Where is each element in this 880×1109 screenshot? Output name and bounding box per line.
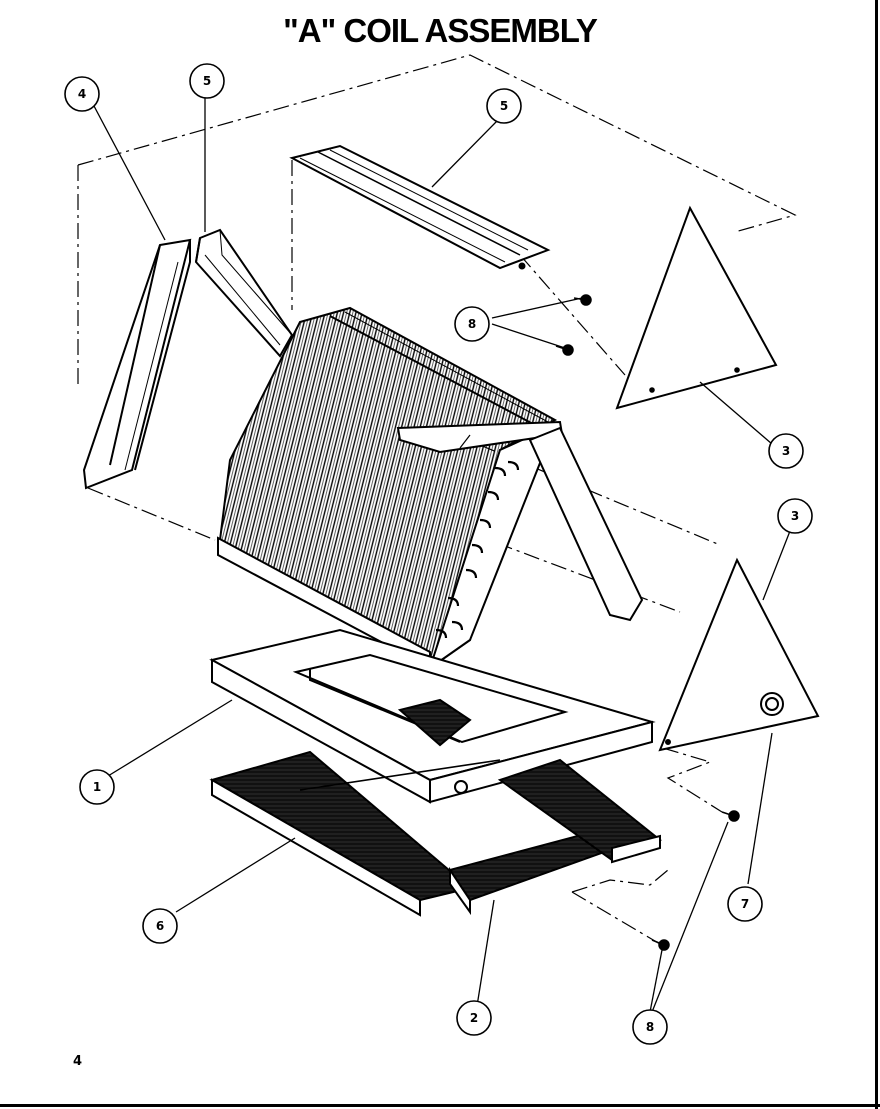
callout-7: 7 <box>727 886 763 922</box>
side-channel-right <box>194 228 294 358</box>
svg-text:8: 8 <box>468 317 476 331</box>
screws <box>555 294 740 951</box>
svg-text:5: 5 <box>500 99 508 113</box>
callout-8-upper: 8 <box>454 306 490 342</box>
end-panel-upper <box>615 205 778 410</box>
svg-text:3: 3 <box>782 444 790 458</box>
svg-text:7: 7 <box>741 897 749 911</box>
leader-lines <box>93 97 791 1013</box>
coil-support-channel <box>528 426 644 622</box>
callout-3-lower: 3 <box>777 498 813 534</box>
page-border-right <box>875 0 878 1109</box>
callout-6-left: 6 <box>142 908 178 944</box>
top-cap-plate <box>289 144 551 270</box>
callout-1: 1 <box>79 769 115 805</box>
page-border-bottom <box>0 1104 880 1107</box>
end-panel-lower <box>658 557 820 752</box>
drain-pan <box>209 628 656 804</box>
coil-body <box>217 306 564 671</box>
svg-text:1: 1 <box>93 780 101 794</box>
diagram-title: "A" COIL ASSEMBLY <box>283 12 598 49</box>
svg-text:4: 4 <box>78 87 86 101</box>
callout-3-upper: 3 <box>768 433 804 469</box>
side-channel-left <box>82 238 192 490</box>
base-rails <box>209 750 662 917</box>
callout-5-left: 4 <box>64 76 100 112</box>
svg-text:2: 2 <box>470 1011 478 1025</box>
svg-text:6: 6 <box>156 919 164 933</box>
callout-5-right: 5 <box>189 63 225 99</box>
callout-2: 2 <box>456 1000 492 1036</box>
svg-text:5: 5 <box>203 74 211 88</box>
svg-text:8: 8 <box>646 1020 654 1034</box>
callout-4: 5 <box>486 88 522 124</box>
callout-8-lower: 8 <box>632 1009 668 1045</box>
page-number: 4 <box>73 1054 83 1069</box>
svg-text:3: 3 <box>791 509 799 523</box>
